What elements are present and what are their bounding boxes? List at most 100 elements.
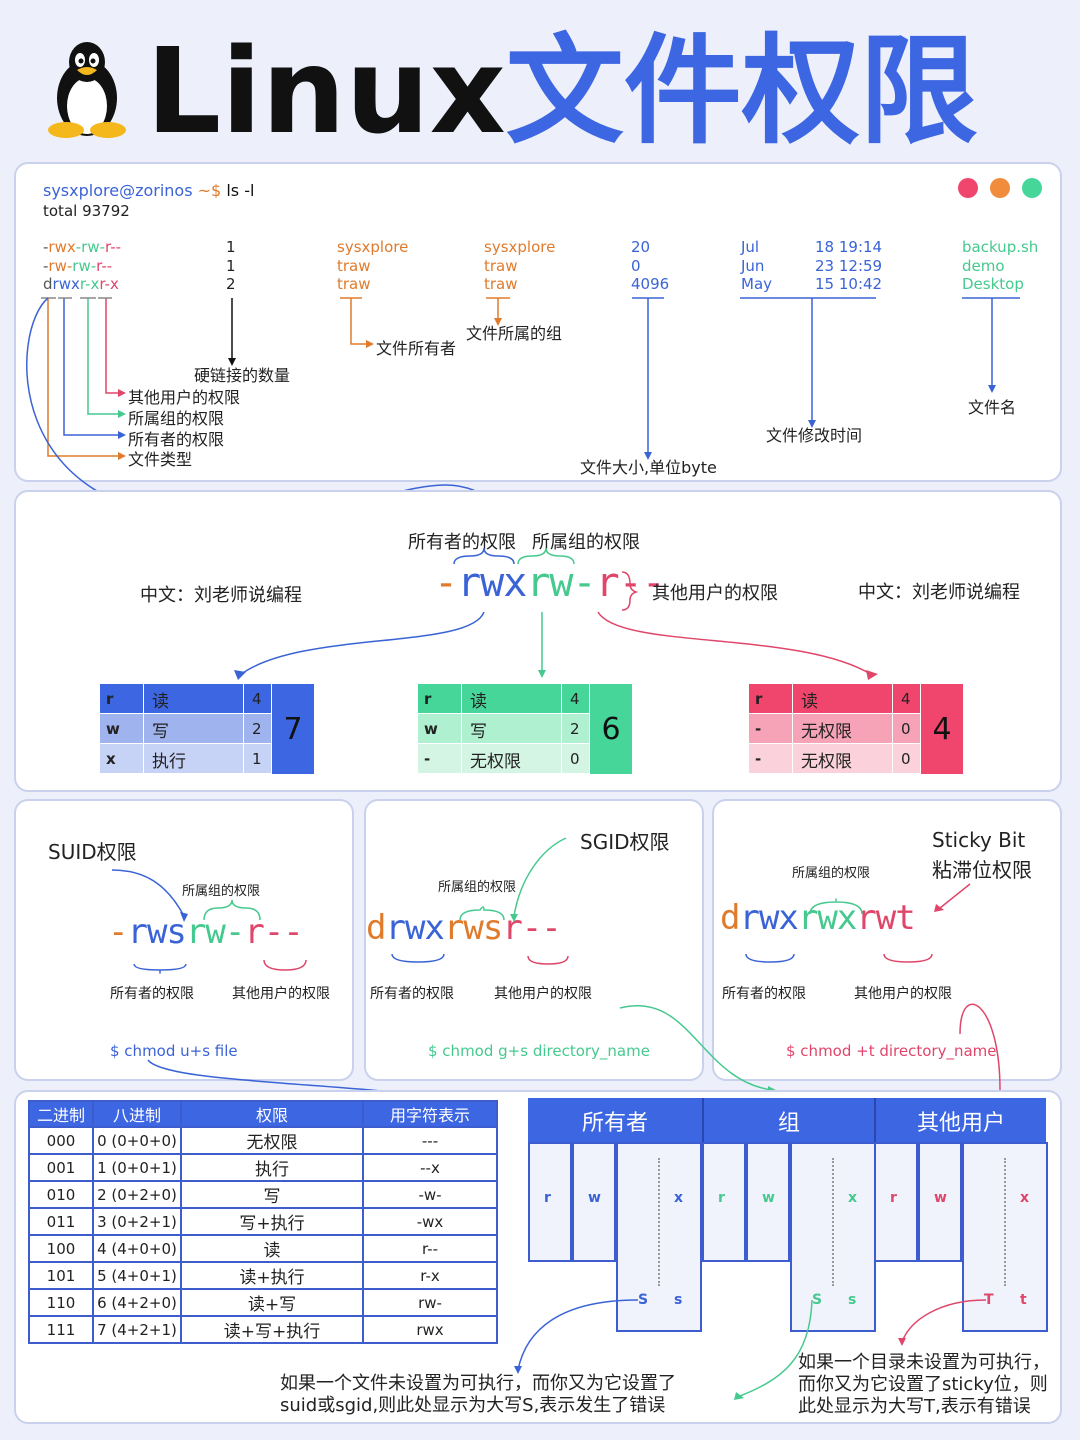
bit-column-r [874,1142,918,1262]
maximize-dot-icon[interactable] [1022,178,1042,198]
label-other-perm: 其他用户的权限 [128,388,241,407]
bit-divider [832,1158,834,1286]
perm-value: 4 [895,684,921,714]
sticky-title-cn: 粘滞位权限 [932,858,1032,882]
octal-cell: 011 [28,1207,94,1236]
bit-letter: x [848,1190,858,1206]
perm-value: 4 [246,684,272,714]
octal-cell: 110 [28,1288,94,1317]
ls-links: 2 [226,275,236,293]
sgid-other-label: 其他用户的权限 [494,986,592,1002]
ls-group: traw [484,257,518,275]
suid-owner-label: 所有者的权限 [110,986,194,1002]
perm-char: - [418,744,462,774]
octal-cell: 读+写+执行 [180,1315,364,1344]
octal-cell: 1 (0+0+1) [92,1153,182,1182]
octal-cell: 111 [28,1315,94,1344]
window-controls [958,178,1042,198]
terminal-prompt: sysxplore@zorinos ~$ ls -l [43,181,254,200]
suid-perm-string: -rwsrw-r-- [108,912,304,952]
sticky-perm-string: drwxrwxrwt [720,898,916,938]
ls-links: 1 [226,238,236,256]
octal-cell: -w- [362,1180,498,1209]
ls-name: Desktop [962,275,1024,293]
bits-note-arrows [514,1299,987,1400]
bit-column-r [528,1142,572,1262]
label-file-type: 文件类型 [128,450,193,469]
bit-letter: r [890,1190,897,1206]
octal-cell: 读+执行 [180,1261,364,1290]
perm-total: 6 [590,684,632,774]
prompt-command: ls -l [226,181,255,200]
special-bit-lower: s [848,1292,857,1308]
suid-other-label: 其他用户的权限 [232,986,330,1002]
perm-char: - [749,714,793,744]
prompt-path: ~$ [197,181,222,200]
label-owner-perm: 所有者的权限 [128,430,225,449]
bits-header-group: 组 [702,1098,874,1144]
ls-time: 15 10:42 [815,275,883,293]
octal-header-binary: 二进制 [28,1100,94,1128]
special-arrows [111,837,1004,1110]
ls-links: 1 [226,257,236,275]
octal-cell: 执行 [180,1153,364,1182]
sticky-group-label: 所属组的权限 [792,866,871,881]
note-suid-sgid: 如果一个文件未设置为可执行，而你又为它设置了 suid或sgid,则此处显示为大… [280,1373,676,1416]
perm-name: 无权限 [464,744,562,774]
octal-header-octal: 八进制 [92,1100,182,1128]
perm-char: r [100,684,144,714]
close-dot-icon[interactable] [958,178,978,198]
perm-total: 7 [272,684,314,774]
suid-command: $ chmod u+s file [110,1042,238,1060]
octal-cell: 7 (4+2+1) [92,1315,182,1344]
perm-value: 0 [895,744,921,774]
perm-char: - [749,744,793,774]
bit-column-w [572,1142,616,1262]
special-bit-lower: t [1020,1292,1027,1308]
perm-type-char: - [434,560,458,606]
breakdown-other-label: 其他用户的权限 [652,583,778,604]
ls-month: May [741,275,773,293]
octal-cell: 写 [180,1180,364,1209]
perm-name: 无权限 [795,714,893,744]
minimize-dot-icon[interactable] [990,178,1010,198]
label-file-group: 文件所属的组 [466,324,563,343]
perm-name: 读 [146,684,244,714]
sticky-command: $ chmod +t directory_name [786,1042,997,1060]
octal-table-header: 二进制 八进制 权限 用字符表示 [28,1100,498,1128]
sgid-owner-label: 所有者的权限 [370,986,454,1002]
terminal-total: total 93792 [43,202,130,220]
octal-cell: 010 [28,1180,94,1209]
bits-header-owner: 所有者 [528,1098,702,1144]
bit-divider [658,1158,660,1286]
terminal-annotation-lines [25,297,1020,500]
breakdown-arrows [234,547,878,680]
ls-perm-string: -rw-rw-r-- [43,257,113,275]
sgid-group-label: 所属组的权限 [438,880,517,895]
ls-time: 23 12:59 [815,257,883,275]
breakdown-group-label: 所属组的权限 [532,532,640,553]
prompt-user: sysxplore@zorinos [43,181,193,200]
suid-panel [14,799,354,1081]
ls-size: 4096 [631,275,670,293]
sticky-other-label: 其他用户的权限 [854,986,952,1002]
perm-char: r [749,684,793,714]
octal-cell: 000 [28,1126,94,1155]
bit-column-r [702,1142,746,1262]
title-file-permissions: 文件权限 [505,22,978,160]
special-bit-lower: s [674,1292,683,1308]
ls-size: 0 [631,257,641,275]
octal-cell: -wx [362,1207,498,1236]
octal-cell: rw- [362,1288,498,1317]
terminal-panel [14,162,1062,482]
special-bit-upper: S [638,1292,649,1308]
